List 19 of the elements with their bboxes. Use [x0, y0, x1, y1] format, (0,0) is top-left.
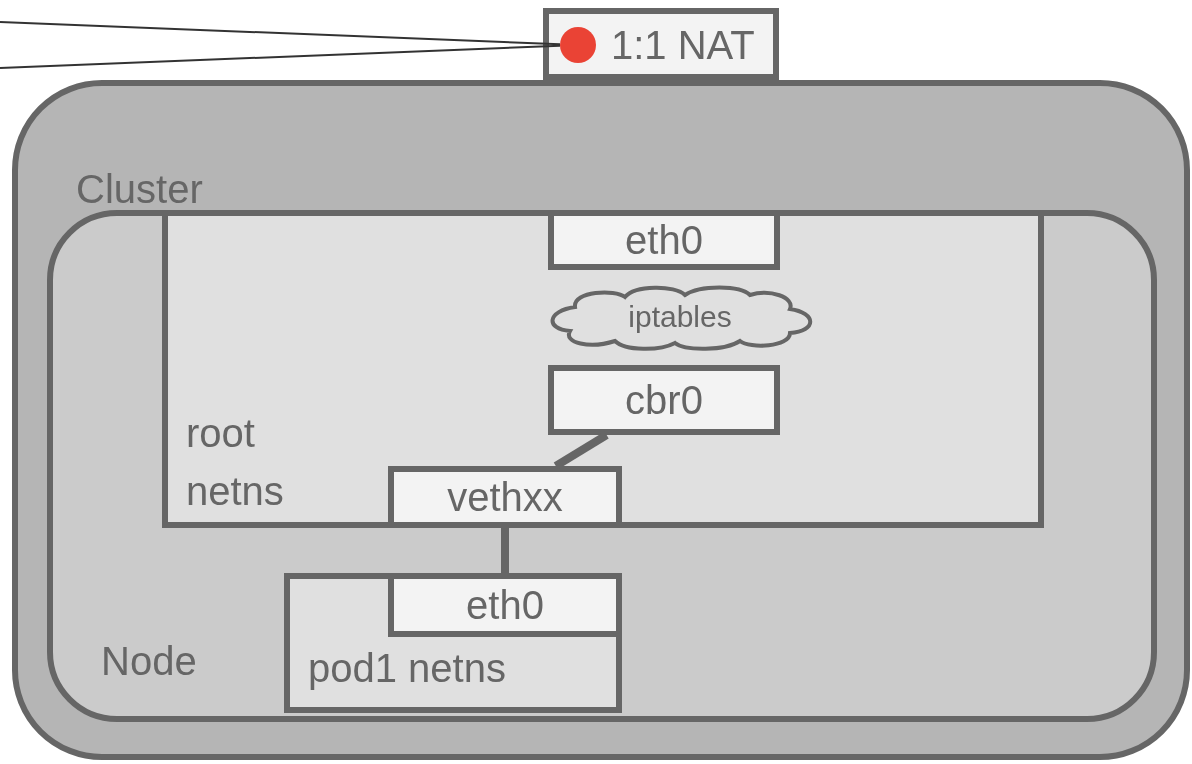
- namespace-label: root netns: [186, 410, 285, 515]
- interface-label: vethxx: [447, 474, 563, 520]
- interface-label: eth0: [466, 582, 544, 628]
- namespace-box: [284, 573, 622, 713]
- cluster-label: Cluster: [76, 166, 203, 212]
- cloud-label: iptables: [628, 299, 732, 335]
- connector-line: [501, 528, 509, 573]
- cluster-box: [12, 80, 1190, 760]
- interface-label: cbr0: [625, 377, 703, 423]
- interface-box: [548, 365, 780, 435]
- connector-line: [0, 21, 561, 46]
- nat-box: [543, 8, 779, 80]
- connector-line: [0, 44, 561, 69]
- node-box: [47, 210, 1157, 722]
- node-label: Node: [101, 638, 197, 684]
- namespace-label: pod1 netns: [308, 645, 506, 691]
- nat-label: 1:1 NAT: [611, 22, 755, 68]
- marker-dot: [560, 27, 596, 63]
- interface-label: eth0: [625, 217, 703, 263]
